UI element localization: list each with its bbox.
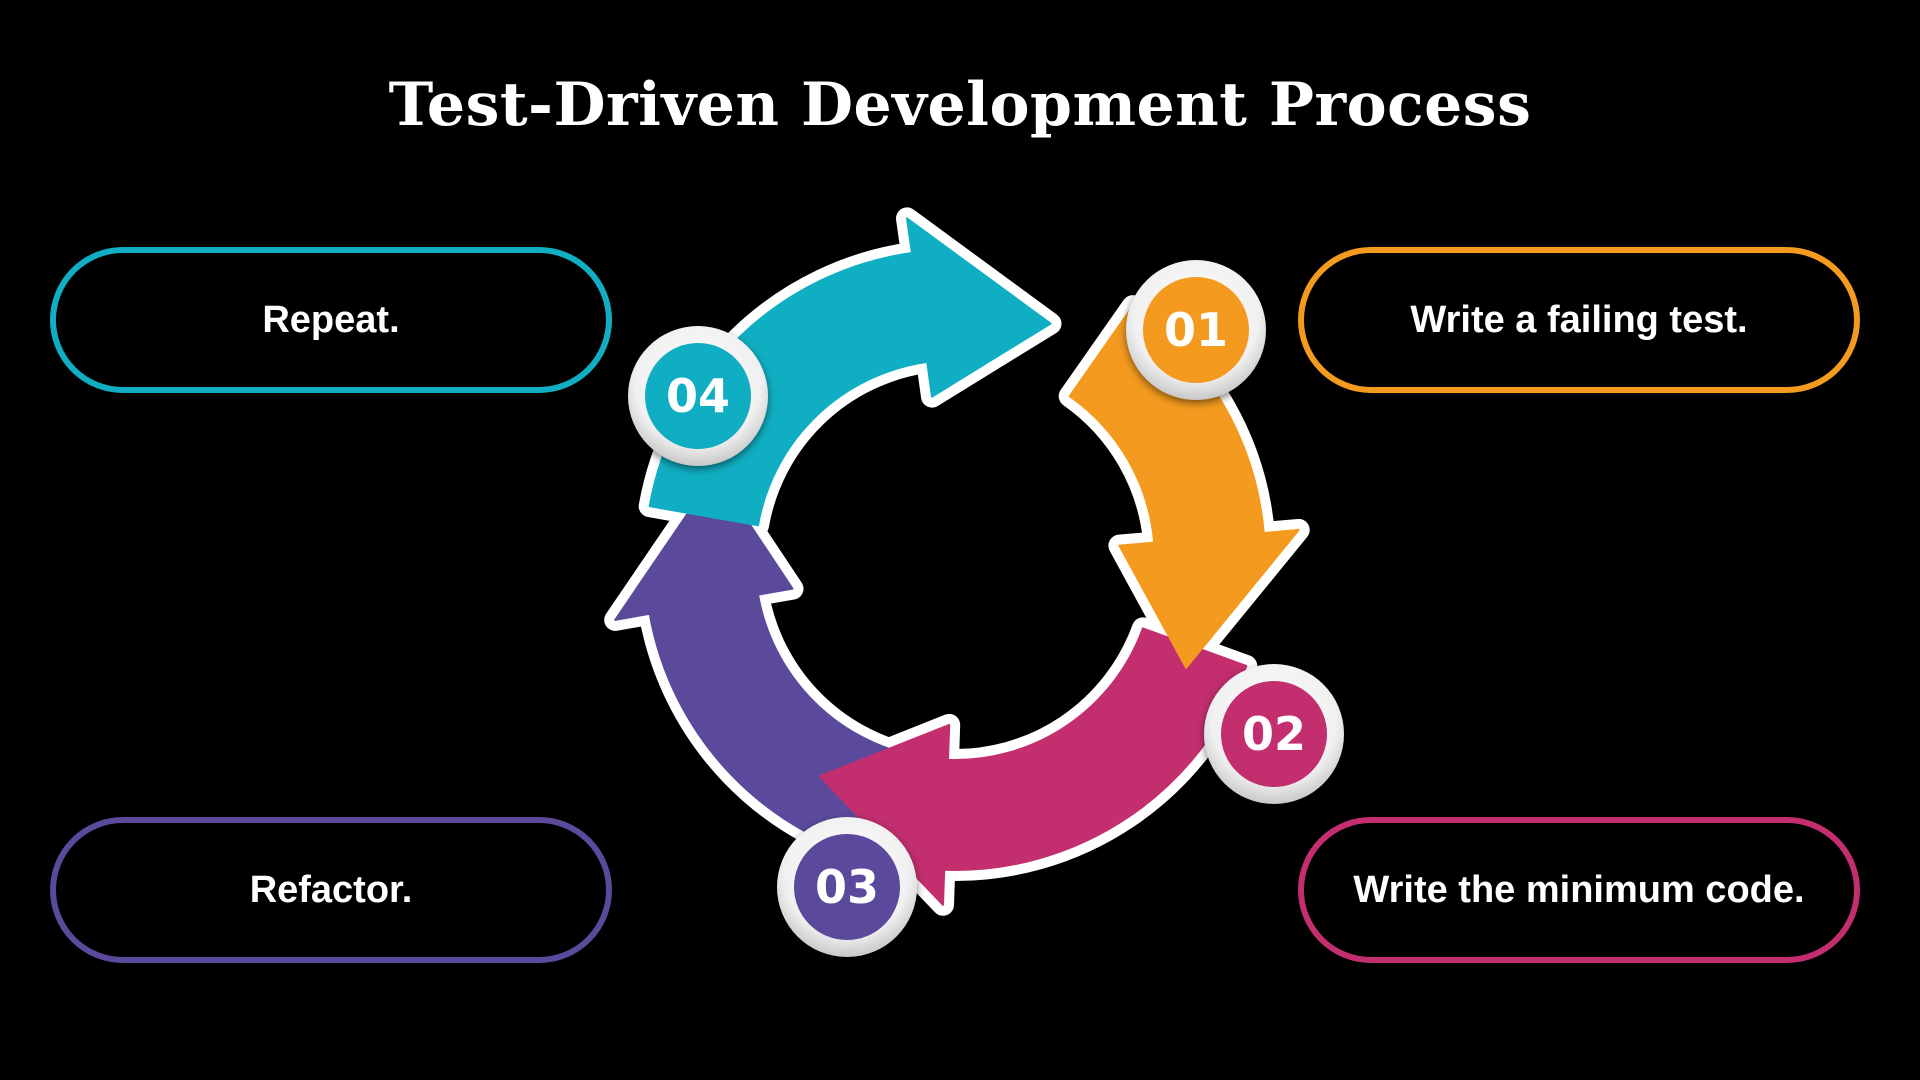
step-2-label: Write the minimum code.: [1353, 868, 1805, 911]
step-4-label: Repeat.: [262, 298, 400, 341]
step-1-label: Write a failing test.: [1410, 298, 1748, 341]
step-2-arrow: [818, 627, 1248, 906]
step-2-badge: 02: [1204, 664, 1344, 804]
step-3-badge: 03: [777, 817, 917, 957]
step-3-number: 03: [815, 860, 879, 914]
step-2-number: 02: [1242, 707, 1306, 761]
step-3-label-box: Refactor.: [50, 817, 612, 963]
step-3-arrow: [614, 471, 915, 865]
arrow-fills: [614, 217, 1300, 906]
step-1-label-box: Write a failing test.: [1298, 247, 1860, 393]
step-4-badge: 04: [628, 326, 768, 466]
step-4-label-box: Repeat.: [50, 247, 612, 393]
diagram-title: Test-Driven Development Process: [388, 70, 1532, 140]
step-4-number: 04: [666, 369, 730, 423]
step-1-number: 01: [1164, 303, 1228, 357]
step-2-label-box: Write the minimum code.: [1298, 817, 1860, 963]
step-1-badge: 01: [1126, 260, 1266, 400]
step-3-label: Refactor.: [249, 868, 413, 911]
